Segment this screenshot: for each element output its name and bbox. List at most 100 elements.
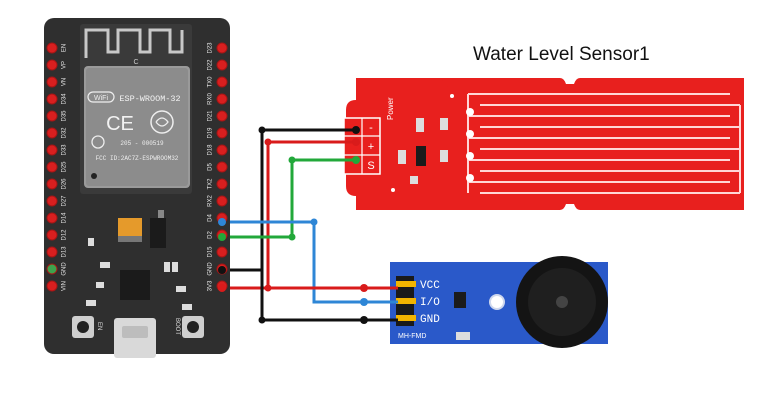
terminal-sensor-plus (352, 138, 360, 146)
capacitor (118, 218, 142, 240)
right-pin-label: RX2 (208, 195, 214, 207)
left-pin-d35[interactable] (46, 110, 58, 122)
terminal-3v3 (218, 284, 226, 292)
certification-seal-icon (150, 110, 174, 134)
terminal-buzzer-vcc (360, 284, 368, 292)
buzzer-model-label: MH-FMD (398, 333, 426, 340)
wires (218, 126, 398, 324)
left-pin-d13[interactable] (46, 246, 58, 258)
left-pin-label: D12 (62, 229, 68, 241)
left-pin-label: VN (62, 78, 68, 86)
right-pin-d15[interactable] (216, 246, 228, 258)
right-pin-rx0[interactable] (216, 93, 228, 105)
antenna-mark: C (133, 59, 138, 66)
wire-sensor-vcc (230, 140, 356, 290)
sensor-resistor (398, 150, 406, 164)
left-pin-d14[interactable] (46, 212, 58, 224)
right-pin-d19[interactable] (216, 127, 228, 139)
wire-buzzer-gnd (230, 268, 398, 322)
sensor-pin-minus-label: - (369, 122, 373, 134)
buzzer-module: VCC I/O GND MH-FMD (390, 256, 608, 348)
wifi-logo-icon: WiFi (87, 91, 115, 103)
sensor-power-label: Power (386, 97, 395, 120)
left-pin-d25[interactable] (46, 161, 58, 173)
module-can-inner (86, 68, 188, 186)
left-pin-d12[interactable] (46, 229, 58, 241)
smd-led (100, 262, 110, 268)
terminal-sensor-signal (352, 156, 360, 164)
regulator-chip (150, 218, 166, 248)
sensor-via (466, 152, 474, 160)
buzzer-vcc-pin (396, 281, 416, 287)
left-pin-vn[interactable] (46, 76, 58, 88)
left-pin-d27[interactable] (46, 195, 58, 207)
right-pin-label: TX0 (208, 76, 214, 88)
en-button[interactable] (72, 316, 94, 338)
boot-button-label: BOOT (174, 318, 180, 335)
right-pin-label: TX2 (208, 178, 214, 190)
usb-uart-chip (120, 270, 150, 300)
right-pin-d23[interactable] (216, 42, 228, 54)
left-pin-label: D13 (62, 246, 68, 258)
compliance-icon (91, 135, 105, 149)
terminal-buzzer-io (360, 298, 368, 306)
right-pin-d5[interactable] (216, 161, 228, 173)
right-pin-label: GND (208, 262, 214, 276)
wire-sensor-gnd (260, 128, 356, 270)
sensor-via (466, 130, 474, 138)
boot-button[interactable] (182, 316, 204, 338)
left-pin-vp[interactable] (46, 59, 58, 71)
sensor-transistor (416, 146, 426, 166)
right-pin-label: D2 (208, 231, 214, 239)
sensor-title: Water Level Sensor1 (473, 44, 650, 65)
left-pin-label: D25 (62, 161, 68, 173)
right-pin-d21[interactable] (216, 110, 228, 122)
left-pin-vin[interactable] (46, 280, 58, 292)
terminal-d4 (218, 218, 226, 226)
terminal-gnd (218, 266, 226, 274)
left-pin-label: D34 (62, 93, 68, 105)
right-pin-header: D23D22TX0RX0D21D19D18D5TX2RX2D4D2D15GND3… (208, 42, 228, 292)
right-pin-label: D18 (208, 144, 214, 156)
micro-usb-port[interactable] (114, 318, 156, 358)
left-pin-label: D35 (62, 110, 68, 122)
left-pin-d33[interactable] (46, 144, 58, 156)
left-pin-label: GND (62, 262, 68, 276)
right-pin-d18[interactable] (216, 144, 228, 156)
sensor-pin-plus-label: + (368, 141, 374, 153)
buzzer-io-label: I/O (420, 297, 440, 309)
module-pin1-dot (91, 173, 97, 179)
right-pin-rx2[interactable] (216, 195, 228, 207)
terminal-buzzer-gnd (360, 316, 368, 324)
smd-resistor (88, 238, 94, 246)
right-pin-tx0[interactable] (216, 76, 228, 88)
right-pin-tx2[interactable] (216, 178, 228, 190)
left-pin-d26[interactable] (46, 178, 58, 190)
antenna-trace (84, 28, 184, 58)
right-pin-label: 3V3 (208, 280, 214, 291)
esp32-board: C WiFi ESP-WROOM-32 CE 205 - 000519 FCC … (44, 18, 230, 358)
left-pin-d34[interactable] (46, 93, 58, 105)
buzzer-io-pin (396, 298, 416, 304)
ce-mark-icon: CE (106, 113, 134, 135)
water-level-sensor: - + S Power (343, 78, 744, 210)
right-pin-label: D5 (208, 163, 214, 171)
svg-text:WiFi: WiFi (94, 95, 108, 102)
right-pin-d22[interactable] (216, 59, 228, 71)
left-pin-label: D26 (62, 178, 68, 190)
en-button-label: EN (96, 322, 102, 330)
left-pin-label: D32 (62, 127, 68, 139)
sensor-via (466, 108, 474, 116)
left-pin-label: VP (62, 61, 68, 69)
code-label: 205 - 000519 (120, 140, 164, 147)
left-pin-label: D27 (62, 195, 68, 207)
right-pin-label: D21 (208, 110, 214, 122)
buzzer-vcc-label: VCC (420, 280, 440, 292)
left-pin-header: ENVPVND34D35D32D33D25D26D27D14D12D13GNDV… (46, 42, 68, 292)
sensor-traces (466, 93, 741, 194)
left-pin-en[interactable] (46, 42, 58, 54)
left-pin-d32[interactable] (46, 127, 58, 139)
left-pin-label: D33 (62, 144, 68, 156)
left-pin-gnd[interactable] (46, 263, 58, 275)
